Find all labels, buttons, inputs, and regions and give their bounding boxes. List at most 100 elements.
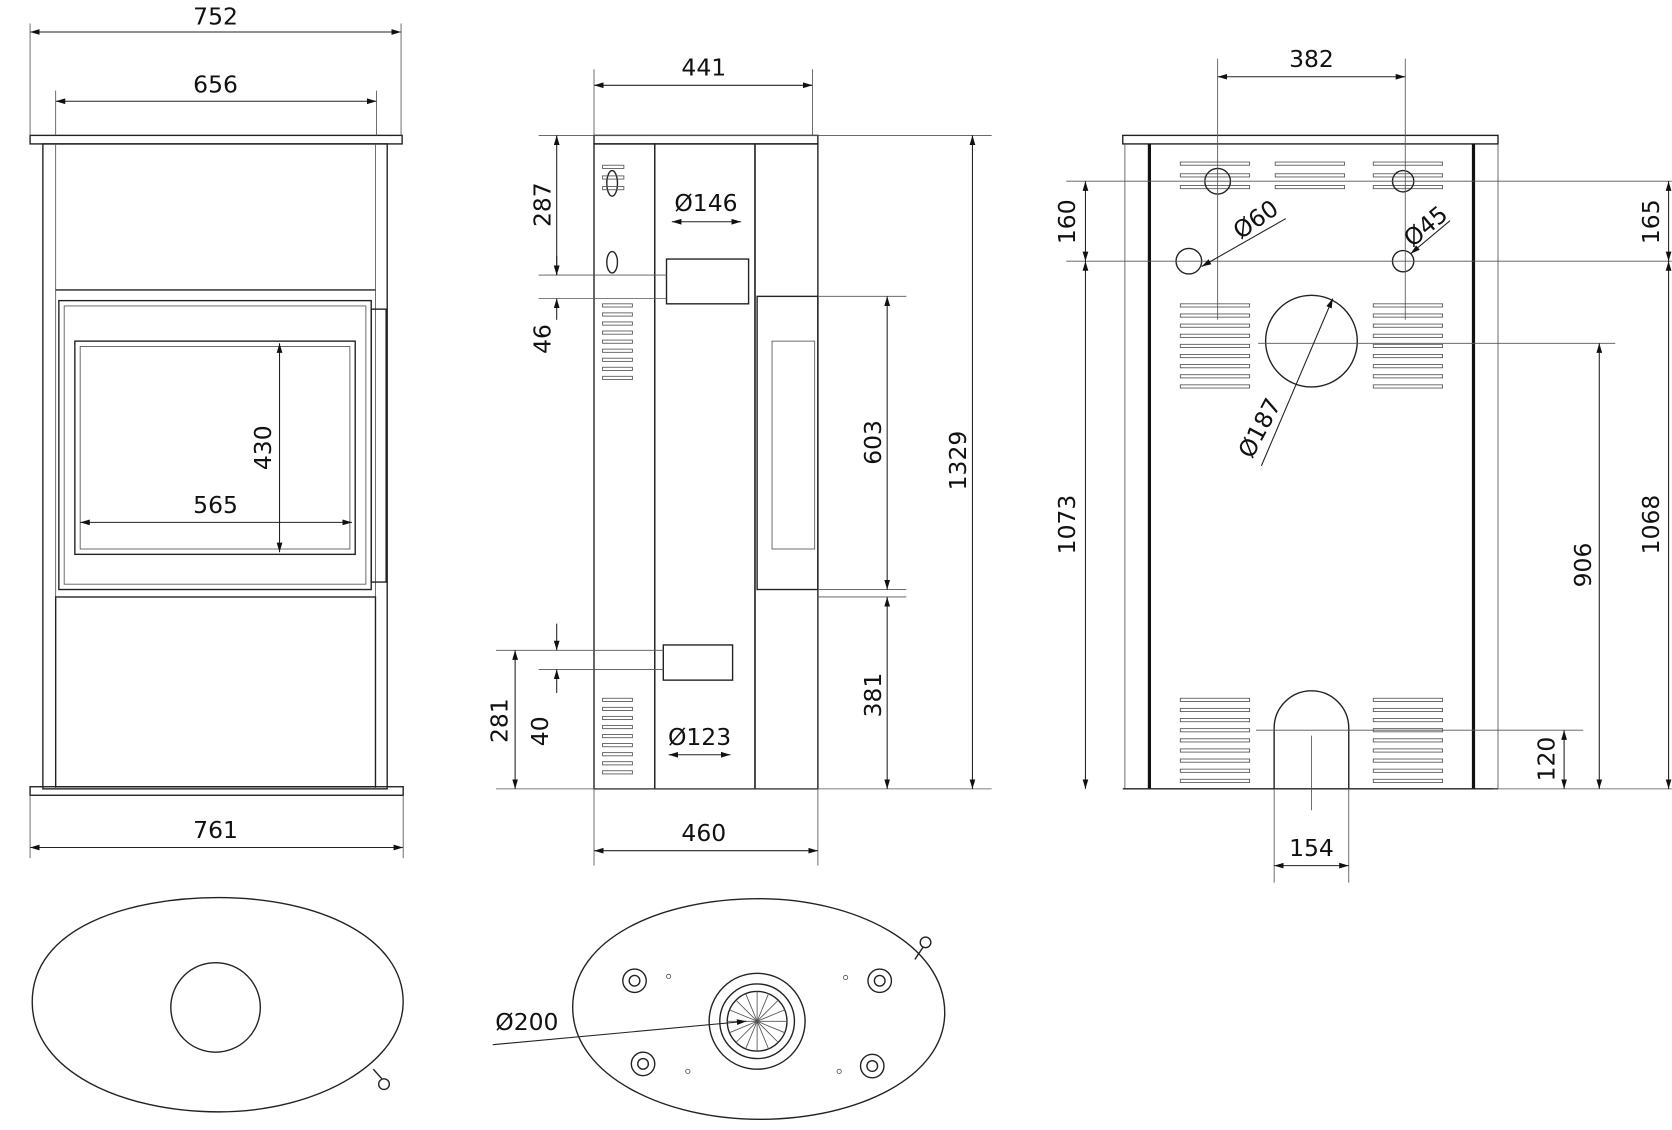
vent-slat bbox=[602, 375, 633, 380]
vent-slat bbox=[1372, 768, 1444, 773]
dim-381: 381 bbox=[859, 673, 887, 718]
vent-slat bbox=[1179, 768, 1251, 773]
vent-slat bbox=[1372, 185, 1444, 190]
vent-slat bbox=[602, 348, 633, 353]
vent-slat bbox=[602, 761, 633, 766]
dim-1329: 1329 bbox=[944, 431, 972, 491]
top-view-left bbox=[31, 896, 404, 1113]
vent-slat bbox=[1372, 323, 1444, 328]
vent-slat bbox=[1372, 758, 1444, 763]
vent-slat bbox=[602, 357, 633, 362]
vent-slat bbox=[602, 743, 633, 748]
dim-441: 441 bbox=[681, 54, 726, 82]
dim-146: Ø146 bbox=[674, 189, 737, 217]
vent-slat bbox=[1179, 384, 1251, 389]
vent-slat bbox=[1372, 354, 1444, 359]
vent-slat bbox=[602, 770, 633, 775]
dim-906: 906 bbox=[1569, 543, 1597, 588]
vent-slat bbox=[1372, 384, 1444, 389]
vent-slat bbox=[602, 339, 633, 344]
vent-slat bbox=[602, 186, 625, 191]
dim-123: Ø123 bbox=[668, 723, 731, 751]
vent-slat bbox=[1179, 707, 1251, 713]
dim-1068: 1068 bbox=[1637, 495, 1665, 555]
vent-slat bbox=[1372, 333, 1444, 338]
vent-slat bbox=[1179, 718, 1251, 723]
side-vents bbox=[602, 164, 633, 775]
dim-656: 656 bbox=[193, 71, 238, 99]
vent-slat bbox=[1372, 313, 1444, 318]
vent-slat bbox=[1179, 313, 1251, 318]
vent-slat bbox=[602, 734, 633, 739]
bolt-icon bbox=[867, 968, 893, 994]
vent-slat bbox=[1179, 303, 1251, 308]
vent-slat bbox=[1372, 697, 1444, 702]
dim-165: 165 bbox=[1637, 199, 1665, 244]
dim-603: 603 bbox=[859, 420, 887, 465]
dim-40: 40 bbox=[526, 716, 554, 746]
dim-281: 281 bbox=[486, 698, 514, 743]
vent-slat bbox=[602, 706, 633, 711]
bolt-icon bbox=[859, 1053, 885, 1079]
vent-slat bbox=[602, 303, 633, 308]
vent-slat bbox=[1372, 364, 1444, 369]
vent-slat bbox=[1372, 161, 1444, 166]
vent-slat bbox=[1274, 185, 1345, 190]
vent-slat bbox=[1179, 778, 1251, 783]
vent-slat bbox=[602, 312, 633, 317]
dim-761: 761 bbox=[193, 816, 238, 844]
back-vents bbox=[1179, 161, 1444, 783]
side-view: 441 287 Ø146 46 603 1329 381 281 40 Ø123… bbox=[486, 54, 992, 866]
vent-slat bbox=[1372, 738, 1444, 743]
bottom-view: Ø200 bbox=[492, 897, 946, 1121]
vent-slat bbox=[602, 752, 633, 757]
vent-slat bbox=[602, 321, 633, 326]
dim-752: 752 bbox=[193, 3, 238, 31]
front-view: 752 656 430 565 761 bbox=[29, 3, 404, 859]
vent-slat bbox=[1179, 161, 1251, 166]
bolt-icon bbox=[622, 968, 647, 994]
vent-slat bbox=[1179, 354, 1251, 359]
dim-46: 46 bbox=[528, 324, 556, 354]
vent-slat bbox=[1179, 323, 1251, 328]
vent-slat bbox=[602, 175, 625, 180]
vent-slat bbox=[602, 330, 633, 335]
vent-slat bbox=[1274, 173, 1345, 178]
vent-slat bbox=[1179, 758, 1251, 763]
dim-1073: 1073 bbox=[1053, 495, 1081, 555]
vent-slat bbox=[602, 715, 633, 721]
dim-430: 430 bbox=[249, 425, 277, 470]
dim-187: Ø187 bbox=[1232, 394, 1286, 463]
vent-slat bbox=[602, 697, 633, 702]
vent-slat bbox=[1372, 718, 1444, 723]
bolt-icon bbox=[630, 1051, 656, 1077]
vent-slat bbox=[1372, 343, 1444, 348]
vent-slat bbox=[1372, 303, 1444, 308]
vent-slat bbox=[1179, 333, 1251, 338]
vent-slat bbox=[1372, 173, 1444, 178]
vent-slat bbox=[1179, 343, 1251, 348]
dim-45: Ø45 bbox=[1398, 200, 1453, 252]
dim-565: 565 bbox=[193, 491, 238, 519]
back-view: 382 160 1073 Ø60 Ø45 165 1068 Ø187 906 1… bbox=[1053, 45, 1672, 883]
vent-slat bbox=[1372, 374, 1444, 379]
vent-slat bbox=[1179, 364, 1251, 369]
vent-slat bbox=[602, 725, 633, 730]
vent-slat bbox=[602, 164, 625, 169]
vent-slat bbox=[1179, 173, 1251, 178]
vent-slat bbox=[1372, 748, 1444, 753]
vent-slat bbox=[1179, 748, 1251, 753]
vent-slat bbox=[1179, 374, 1251, 379]
vent-slat bbox=[1372, 778, 1444, 783]
vent-slat bbox=[1179, 185, 1251, 190]
dim-120: 120 bbox=[1533, 737, 1561, 782]
vent-slat bbox=[602, 366, 633, 371]
dim-287: 287 bbox=[528, 182, 556, 227]
dim-200: Ø200 bbox=[495, 1008, 558, 1036]
dim-382: 382 bbox=[1289, 45, 1334, 73]
vent-slat bbox=[1179, 697, 1251, 702]
dim-160: 160 bbox=[1053, 199, 1081, 244]
vent-slat bbox=[1179, 728, 1251, 733]
